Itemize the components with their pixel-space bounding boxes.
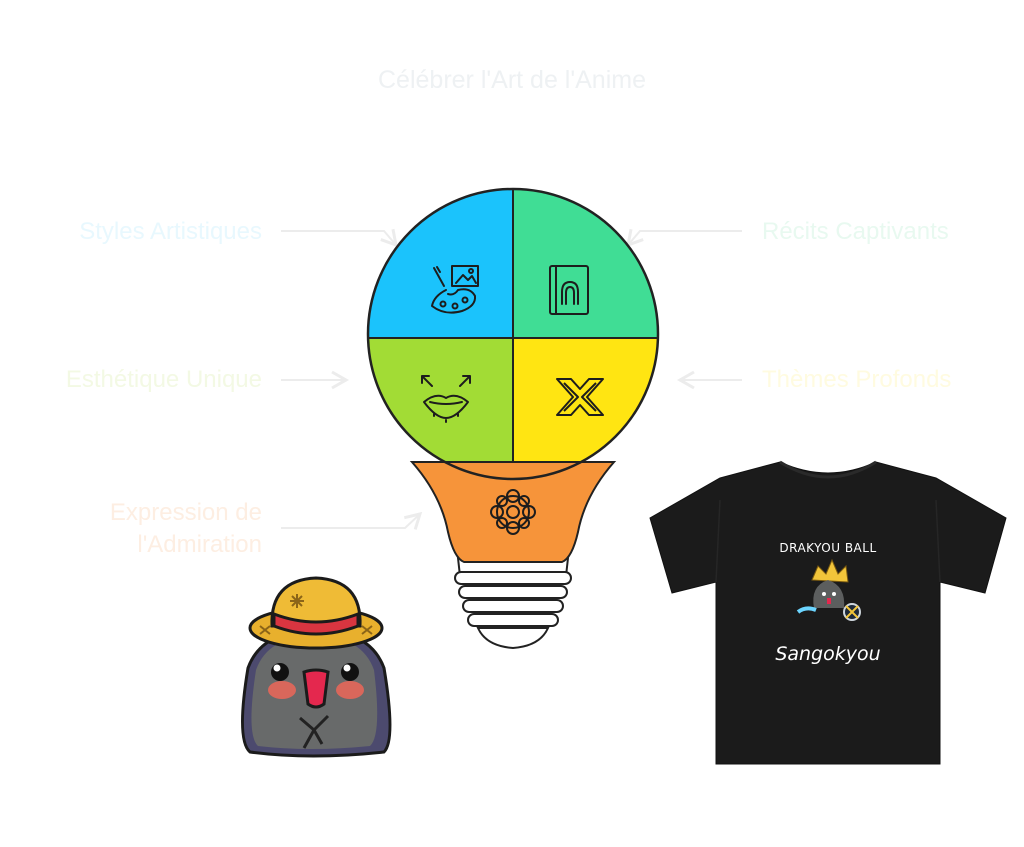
arrow-expression xyxy=(281,511,423,530)
connector-arrows xyxy=(281,228,742,530)
bulb-section-recits xyxy=(513,189,658,338)
diagram-title: Célébrer l'Art de l'Anime xyxy=(378,66,646,94)
tshirt-text-line1: DRAKYOU BALL xyxy=(779,541,876,555)
straw-hat-mascot-icon xyxy=(241,576,392,758)
bulb-section-expression xyxy=(409,461,617,563)
arrow-recits xyxy=(626,228,742,248)
arrow-styles xyxy=(281,228,398,248)
label-themes-profonds: Thèmes Profonds xyxy=(762,366,952,393)
tshirt-product xyxy=(649,460,1007,765)
art-palette-icon xyxy=(431,265,479,314)
tshirt-mascot-icon xyxy=(796,558,861,621)
bulb-screw-base xyxy=(454,557,572,650)
bulb-section-styles xyxy=(368,189,513,338)
bulb-section-themes xyxy=(513,338,658,462)
lips-expand-icon xyxy=(421,375,471,426)
label-styles-artistiques: Styles Artistiques xyxy=(79,218,262,245)
tshirt-text-line2: Sangokyou xyxy=(775,643,880,665)
storybook-icon xyxy=(549,265,589,315)
label-recits-captivants: Récits Captivants xyxy=(762,218,949,245)
flower-ornament-icon xyxy=(490,489,536,535)
label-expression-admiration: Expression de l'Admiration xyxy=(109,499,262,558)
cross-weave-icon xyxy=(556,378,604,416)
label-esthetique-unique: Esthétique Unique xyxy=(65,366,262,393)
